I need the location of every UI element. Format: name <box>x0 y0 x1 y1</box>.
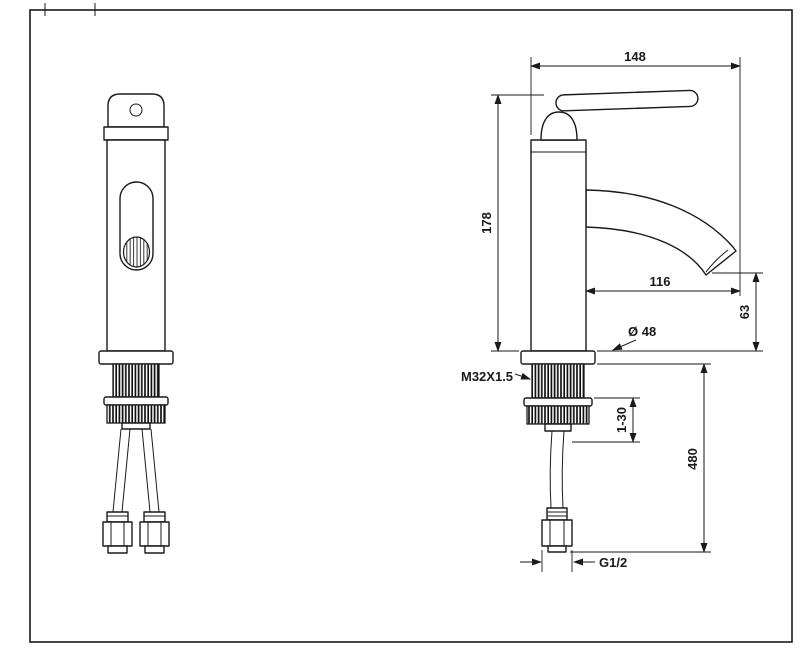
side-base-flange <box>520 350 596 365</box>
dimension-annotations: 148 178 116 63 Ø 48 M32X1.5 <box>461 49 763 572</box>
front-hose-connector-right <box>139 511 170 554</box>
front-collar <box>121 422 151 430</box>
dim-label-g12: G1/2 <box>599 555 627 570</box>
ferrule <box>106 511 129 523</box>
side-threaded-shank <box>531 363 585 399</box>
side-spout-rim <box>705 249 729 273</box>
hex-nut <box>541 519 573 547</box>
dim-label-d48: Ø 48 <box>628 324 656 339</box>
dim-label-480: 480 <box>685 448 700 470</box>
front-view <box>98 93 174 554</box>
connector-tip <box>107 545 128 554</box>
side-view <box>520 89 737 553</box>
border-rect <box>29 9 793 643</box>
hose-right-inner <box>141 428 151 513</box>
dim-label-1-30: 1-30 <box>614 407 629 433</box>
front-washer <box>103 396 169 406</box>
front-handle-knob <box>107 93 165 128</box>
side-lever-group <box>555 89 699 112</box>
front-aerator <box>122 236 151 268</box>
dim-spout-reach: 116 <box>585 274 741 295</box>
dim-label-116: 116 <box>650 274 671 289</box>
front-mounting-nut <box>106 404 166 424</box>
front-hose-connector-left <box>102 511 133 554</box>
dim-body-height: 178 <box>479 94 544 352</box>
dim-label-148: 148 <box>624 49 646 64</box>
dim-connector-thread: G1/2 <box>520 550 627 572</box>
side-spout <box>585 189 737 276</box>
connector-tip <box>144 545 165 554</box>
side-hose-outer <box>549 430 553 509</box>
hose-left-outer <box>112 428 122 513</box>
dim-base-diameter: Ø 48 <box>612 324 656 351</box>
side-handle-pivot <box>540 111 578 141</box>
front-handle-screw-icon <box>129 103 143 117</box>
dim-spout-tip-height: 63 <box>597 272 763 352</box>
front-threaded-shank <box>112 363 160 398</box>
ferrule <box>143 511 166 523</box>
side-hose-inner <box>561 430 565 509</box>
hex-nut <box>139 521 170 547</box>
ferrule <box>546 507 568 521</box>
side-body <box>530 139 587 352</box>
side-mounting-nut <box>526 405 590 425</box>
dim-label-178: 178 <box>479 212 494 234</box>
front-cap-band <box>103 126 169 141</box>
hex-nut <box>102 521 133 547</box>
dim-label-63: 63 <box>737 305 752 319</box>
side-hose-connector <box>541 507 573 553</box>
dim-deck-range: 1-30 <box>572 397 640 443</box>
sheet-frame <box>29 3 793 643</box>
side-lever <box>555 89 699 112</box>
side-collar <box>544 423 572 432</box>
dim-shank-thread: M32X1.5 <box>461 369 531 384</box>
connector-tip <box>547 545 567 553</box>
dim-overall-width: 148 <box>530 49 741 296</box>
front-base-flange <box>98 350 174 365</box>
dim-hose-length: 480 <box>570 363 711 553</box>
front-spout-recess <box>119 181 154 271</box>
dim-label-m32: M32X1.5 <box>461 369 513 384</box>
hose-right-outer <box>150 428 160 513</box>
side-washer <box>523 397 593 407</box>
hose-left-inner <box>121 428 131 513</box>
front-supply-hoses <box>112 428 160 513</box>
